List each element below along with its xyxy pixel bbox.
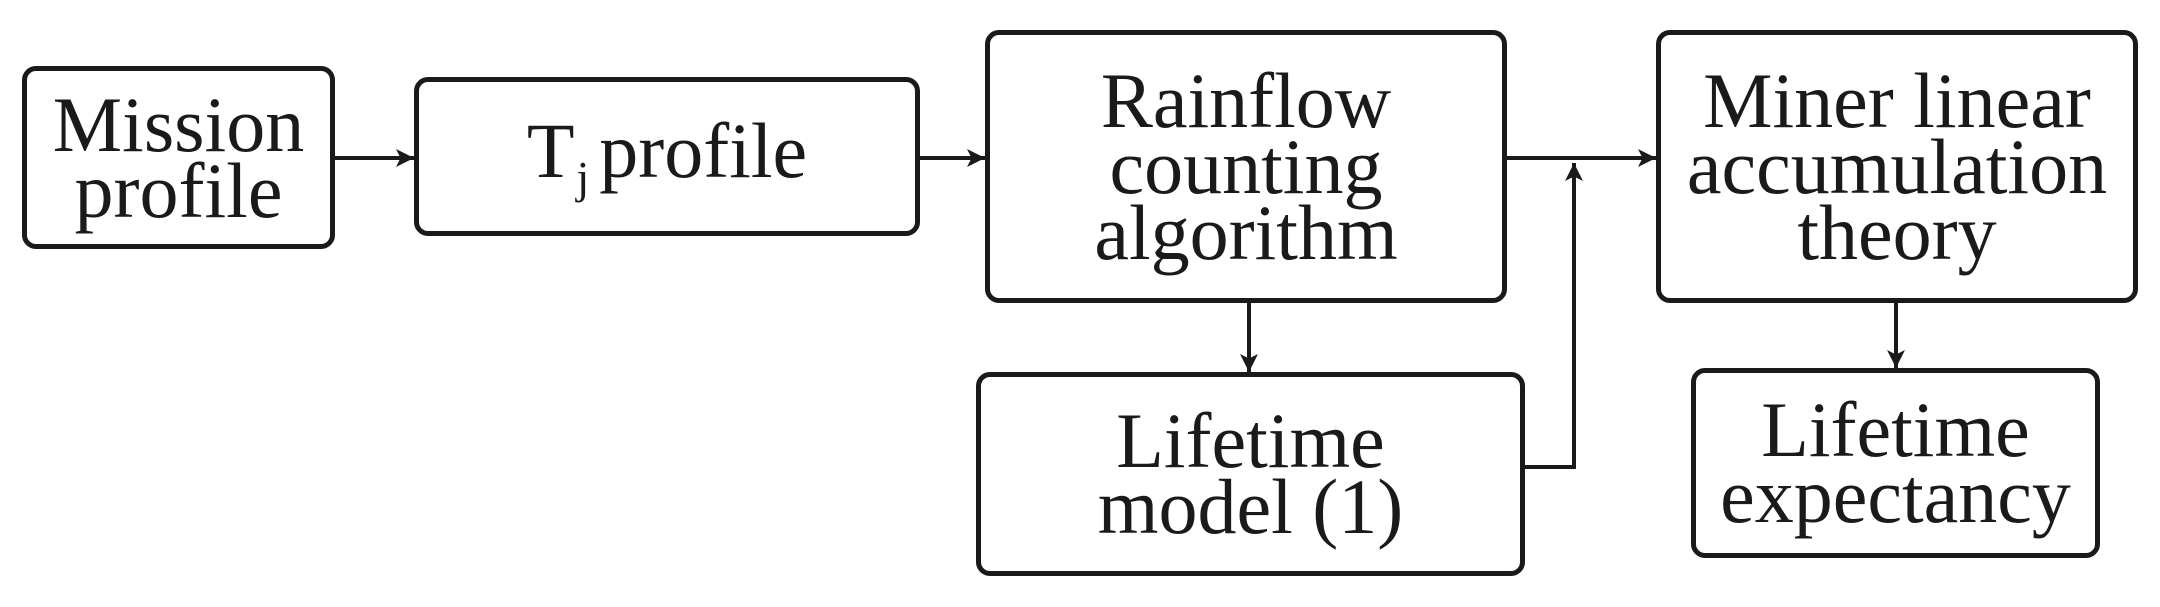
node-miner-line-1: Miner linear [1703, 56, 2091, 144]
node-miner-theory: Miner linear accumulation theory [1656, 30, 2138, 303]
node-lifetime-expectancy: Lifetime expectancy [1691, 368, 2100, 558]
node-miner-line-3: theory [1797, 188, 1997, 276]
node-rainflow-line-1: Rainflow [1100, 56, 1392, 144]
node-lifetime-model-line-2: model (1) [1097, 463, 1404, 550]
node-lifetime-expectancy-line-2: expectancy [1720, 452, 2071, 539]
node-lifetime-model: Lifetime model (1) [976, 372, 1525, 576]
node-lifetime-model-line-1: Lifetime [1116, 397, 1385, 484]
node-mission-profile: Mission profile [22, 66, 335, 249]
node-tj-profile-main: T [526, 107, 575, 194]
node-tj-profile-rest: profile [599, 107, 808, 194]
node-lifetime-expectancy-line-1: Lifetime [1761, 386, 2030, 473]
node-rainflow-line-3: algorithm [1094, 188, 1398, 276]
arrow-lifetime-model-to-miner [1523, 163, 1583, 469]
node-mission-profile-line-2: profile [74, 146, 283, 234]
node-rainflow-line-2: counting [1109, 122, 1383, 210]
node-mission-profile-line-1: Mission [52, 80, 305, 168]
node-tj-profile-subscript: j [576, 152, 590, 203]
node-miner-line-2: accumulation [1686, 122, 2108, 210]
node-rainflow-counting: Rainflow counting algorithm [985, 30, 1507, 303]
